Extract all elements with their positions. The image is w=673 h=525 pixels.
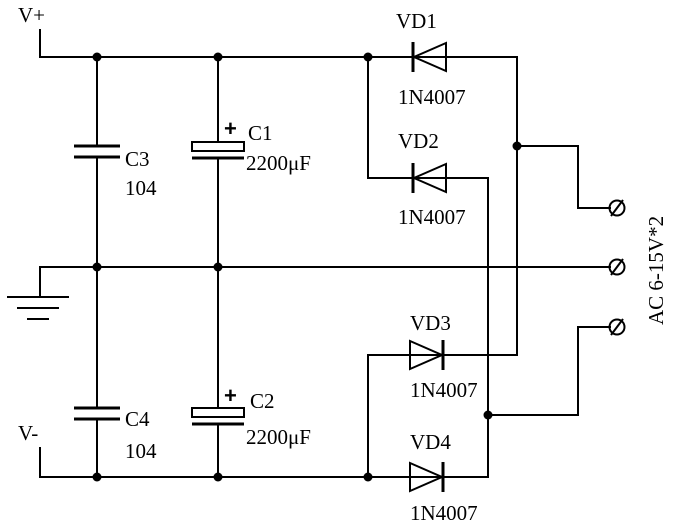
ground-rail [39, 266, 611, 296]
c2-value: 2200μF [246, 425, 311, 449]
capacitor-c3 [74, 56, 120, 268]
ac-input-label: AC 6-15V*2 [644, 216, 668, 325]
vd1-part: 1N4007 [398, 85, 466, 109]
terminal-icon [608, 318, 626, 336]
c4-ref: C4 [125, 407, 150, 431]
c3-ref: C3 [125, 147, 150, 171]
c1-ref: C1 [248, 121, 273, 145]
vd2-part: 1N4007 [398, 205, 466, 229]
c4-value: 104 [125, 439, 157, 463]
vd4-part: 1N4007 [410, 501, 478, 525]
capacitor-c2 [191, 266, 245, 478]
diode-vd4 [409, 461, 447, 493]
v-plus-label: V+ [18, 3, 45, 27]
vd1-ref: VD1 [396, 9, 437, 33]
c2-ref: C2 [250, 389, 275, 413]
c3-value: 104 [125, 176, 157, 200]
vd4-ref: VD4 [410, 430, 451, 454]
capacitor-c1 [191, 56, 245, 268]
c1-polarity: + [224, 116, 237, 141]
c2-polarity: + [224, 383, 237, 408]
bridge-wiring [367, 56, 611, 478]
vd2-ref: VD2 [398, 129, 439, 153]
negative-rail [39, 447, 411, 478]
vd3-ref: VD3 [410, 311, 451, 335]
diode-vd1 [409, 41, 447, 73]
junction-dots [92, 52, 522, 482]
positive-rail [39, 29, 411, 58]
c1-value: 2200μF [246, 151, 311, 175]
ground-symbol-icon [7, 296, 69, 320]
v-minus-label: V- [18, 421, 38, 445]
diode-vd2 [409, 162, 447, 194]
capacitor-c4 [74, 266, 120, 478]
terminal-icon [608, 258, 626, 276]
diode-vd3 [409, 339, 447, 371]
vd3-part: 1N4007 [410, 378, 478, 402]
terminal-icon [608, 199, 626, 217]
